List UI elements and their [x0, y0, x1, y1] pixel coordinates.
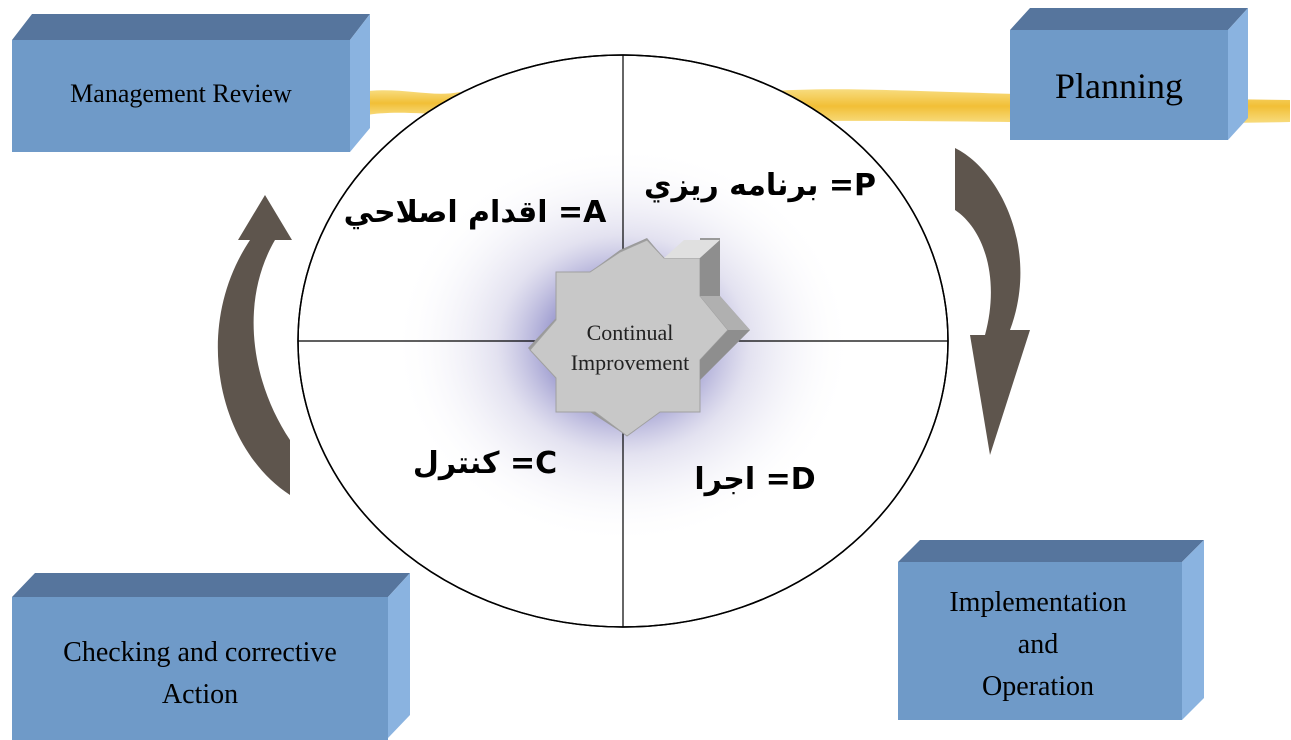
planning-label: Planning: [1054, 66, 1183, 106]
implementation-label-line2: and: [1017, 629, 1059, 660]
quadrant-p-label: P= برنامه ريزي: [644, 168, 876, 203]
implementation-label-line3: Operation: [982, 671, 1094, 702]
center-label-line1: Continual: [586, 320, 674, 345]
management-review-box: [12, 14, 370, 152]
checking-label: Checking and corrective Action: [12, 632, 388, 716]
checking-label-line1: Checking and corrective: [63, 637, 337, 668]
management-review-label: Management Review: [70, 79, 292, 108]
quadrant-d-label: D= اجرا: [694, 462, 816, 497]
implementation-label: Implementation and Operation: [898, 582, 1178, 708]
planning-box: [1010, 8, 1248, 140]
implementation-label-line1: Implementation: [949, 587, 1127, 618]
quadrant-a-label: A= اقدام اصلاحي: [343, 195, 607, 230]
checking-label-line2: Action: [161, 679, 239, 710]
star-block-icon: [528, 238, 750, 437]
continual-improvement-label: Continual Improvement: [540, 318, 720, 378]
checking-box: [12, 573, 410, 740]
center-label-line2: Improvement: [570, 350, 690, 375]
curved-arrow-icon: [217, 148, 1030, 495]
implementation-box: [898, 540, 1204, 720]
quadrant-c-label: C= كنترل: [412, 446, 558, 481]
